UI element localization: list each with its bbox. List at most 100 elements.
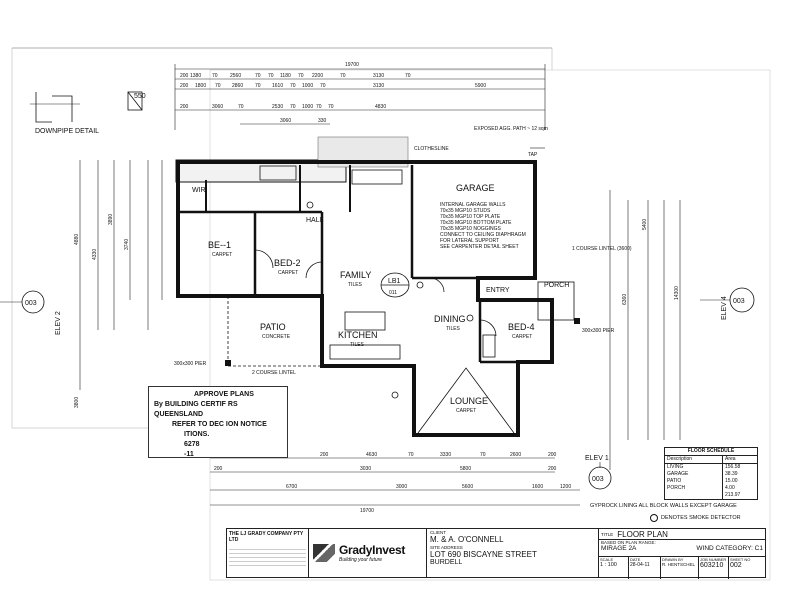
room-patio-floor: CONCRETE (262, 334, 291, 340)
lb1-label: LB1 (388, 278, 401, 285)
sheet-label: SHEET NO (730, 557, 751, 562)
dim-top-2-5: 1610 (272, 83, 283, 89)
schedule-row-area: 213.97 (722, 492, 757, 499)
room-bed4: BED-4 (508, 322, 535, 332)
room-bed2-floor: CARPET (278, 270, 298, 276)
schedule-row-desc (665, 492, 722, 499)
approval-stamp: APPROVE PLANS By BUILDING CERTIF RS QUEE… (148, 386, 288, 458)
note-garage-walls-7: SEE CARPENTER DETAIL SHEET (440, 244, 519, 250)
site-label: SITE ADDRESS (430, 545, 463, 550)
client-label: CLIENT (430, 530, 447, 535)
brand-name: GradyInvest (339, 543, 406, 557)
note-exposed-agg: EXPOSED AGG. PATH ~ 12 sqm (474, 126, 548, 132)
note-two-course-lintel: 2 COURSE LINTEL (252, 370, 296, 376)
smoke-legend: DENOTES SMOKE DETECTOR (650, 514, 741, 522)
dim-top-2-8: 70 (320, 83, 326, 89)
gyprock-note: GYPROCK LINING ALL BLOCK WALLS EXCEPT GA… (590, 503, 737, 509)
dim-left-3: 3740 (124, 239, 130, 250)
schedule-row-area: 156.58 (722, 464, 757, 471)
date-value: 28-04-11 (630, 562, 650, 568)
dim-top-1-1: 1380 (190, 73, 201, 79)
dim-top-3-7: 70 (328, 104, 334, 110)
downpipe-title: DOWNPIPE DETAIL (35, 128, 99, 135)
drawing-title: FLOOR PLAN (617, 529, 668, 539)
schedule-row-desc: GARAGE (667, 471, 689, 477)
job-label: JOB NUMBER (700, 557, 727, 562)
dim-bottom-1-5: 3330 (440, 452, 451, 458)
room-hall: HALL (306, 217, 324, 224)
room-dining: DINING (434, 314, 466, 324)
dim-top-1-0: 200 (180, 73, 189, 79)
company-name: THE LJ GRADY COMPANY PTY LTD (229, 531, 304, 543)
job-value: 603210 (700, 562, 724, 569)
schedule-row-area: 38.39 (722, 471, 757, 478)
dim-bottom-3-4: 1200 (560, 484, 571, 490)
room-family: FAMILY (340, 270, 371, 280)
sheet-value: 002 (730, 562, 742, 569)
room-bed1: BE--1 (208, 240, 231, 250)
stamp-line-6: -11 (184, 451, 194, 458)
smoke-detector-icon (650, 514, 658, 522)
dim-bottom-1-4: 70 (408, 452, 414, 458)
room-dining-floor: TILES (446, 326, 461, 332)
room-patio: PATIO (260, 322, 286, 332)
dim-top-1-7: 70 (298, 73, 304, 79)
dim-top-3-3: 2530 (272, 104, 283, 110)
dim-left-4: 3800 (74, 397, 80, 408)
elev-2-label: ELEV 2 (55, 311, 62, 335)
dim-bottom-overall: 19700 (360, 508, 374, 514)
room-entry: ENTRY (486, 287, 510, 294)
schedule-header-desc: Description (667, 456, 693, 462)
schedule-header: Description Area (665, 456, 757, 464)
schedule-row: 213.97 (665, 492, 757, 499)
brand-tagline: Building your future (339, 557, 383, 563)
room-wir: WIR (192, 187, 206, 194)
schedule-row-area: 15.00 (722, 478, 757, 485)
room-bed2: BED-2 (274, 258, 301, 268)
dim-bottom-1-3: 4630 (366, 452, 377, 458)
dim-top-3-1: 3060 (212, 104, 223, 110)
based-label: BASED ON PLAN RANGE: (601, 540, 656, 545)
note-course-lintel: 1 COURSE LINTEL (3600) (572, 246, 632, 252)
stamp-line-4: ITIONS. (184, 431, 210, 438)
room-labels: GARAGE FAMILY TILES BE--1 CARPET BED-2 C… (192, 183, 569, 414)
note-clothesline: CLOTHESLINE (414, 146, 449, 152)
dim-right-1: 6360 (622, 294, 628, 305)
dim-bottom-3-1: 3000 (396, 484, 407, 490)
dim-top-1-2: 70 (212, 73, 218, 79)
dim-top-2-4: 70 (255, 83, 261, 89)
schedule-row: GARAGE 38.39 (665, 471, 757, 478)
note-tap: TAP (528, 152, 538, 158)
company-cell: THE LJ GRADY COMPANY PTY LTD (227, 529, 309, 577)
note-garage-walls-3: 70x35 MGP10 BOTTOM PLATE (440, 220, 512, 226)
elev-1-label: ELEV 1 (585, 455, 609, 462)
room-lounge-floor: CARPET (456, 408, 476, 414)
dim-top-1-8: 2200 (312, 73, 323, 79)
schedule-title: FLOOR SCHEDULE (665, 448, 757, 456)
dim-bottom-3-3: 1600 (532, 484, 543, 490)
note-garage-walls-6: FOR LATERAL SUPPORT (440, 238, 499, 244)
elev-4-label: ELEV 4 (721, 296, 728, 320)
room-kitchen: KITCHEN (338, 330, 378, 340)
date-label: DATE (630, 557, 641, 562)
dim-left-2: 3890 (108, 214, 114, 225)
smoke-legend-text: DENOTES SMOKE DETECTOR (661, 515, 741, 521)
company-fineprint (229, 546, 306, 568)
dim-top-4-0: 3060 (280, 118, 291, 124)
dim-top-1-6: 1180 (280, 73, 291, 79)
client-name: M. & A. O'CONNELL (430, 535, 504, 544)
dim-right-2: 14300 (674, 286, 680, 300)
dim-top-3-6: 70 (316, 104, 322, 110)
site-line-2: BURDELL (430, 559, 463, 566)
site-line-1: LOT 690 BISCAYNE STREET (430, 550, 537, 559)
dim-top-2-9: 3130 (373, 83, 384, 89)
schedule-header-area: Area (722, 456, 757, 463)
note-garage-walls-0: INTERNAL GARAGE WALLS (440, 202, 506, 208)
drawn-value: R. HENTSCHEL (662, 562, 696, 567)
dim-top-3-5: 1000 (302, 104, 313, 110)
schedule-row-area: 4.00 (722, 485, 757, 492)
elevation-marker-2: 003 ELEV 2 (0, 290, 62, 335)
